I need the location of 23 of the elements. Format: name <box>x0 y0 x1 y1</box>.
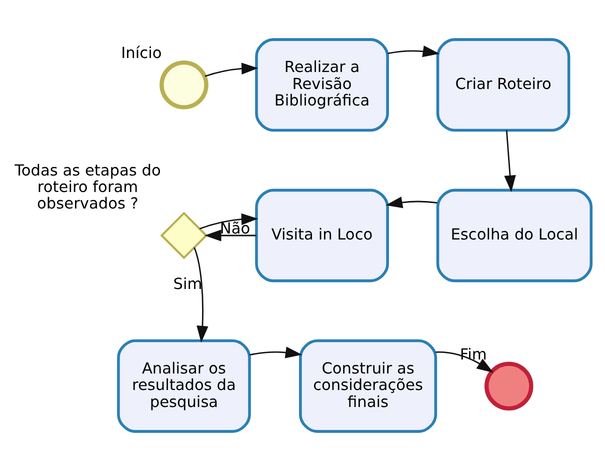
node-label: Início <box>121 44 162 62</box>
node-box: Criar Roteiro <box>436 38 570 132</box>
arrow <box>204 62 258 76</box>
edge-label: Não <box>220 218 250 237</box>
node-circle <box>160 60 208 109</box>
arrow <box>199 212 258 229</box>
node-label: Fim <box>460 344 487 363</box>
arrow <box>194 246 208 342</box>
arrow <box>436 350 494 372</box>
arrow <box>388 45 440 57</box>
node-box: Realizar a Revisão Bibliográfica <box>255 38 389 132</box>
node-box: Analisar os resultados da pesquisa <box>117 338 251 432</box>
arrow <box>504 130 516 192</box>
arrow <box>386 196 438 208</box>
edge-label: Sim <box>173 274 202 293</box>
arrow <box>204 229 256 241</box>
arrow <box>250 346 302 358</box>
node-box: Escolha do Local <box>436 188 593 282</box>
node-label: Todas as etapas do roteiro foram observados ? <box>14 160 161 212</box>
node-diamond <box>160 211 208 259</box>
node-box: Visita in Loco <box>255 188 389 282</box>
node-box: Construir as considerações finais <box>299 338 438 432</box>
node-circle <box>484 361 534 410</box>
